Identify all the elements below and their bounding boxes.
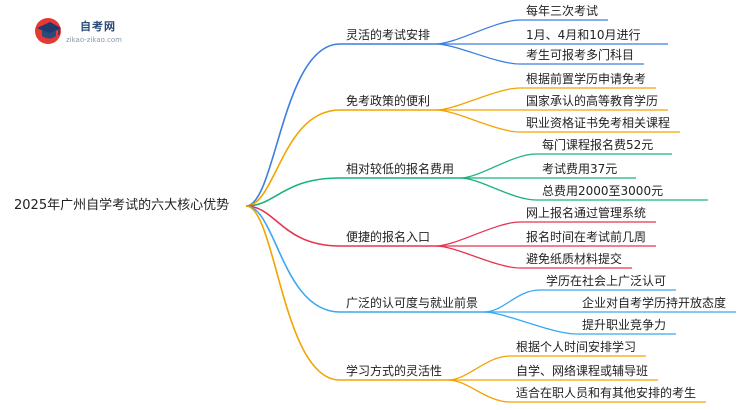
leaf-connector xyxy=(459,153,537,179)
leaf-connector xyxy=(435,109,521,133)
leaf-topic: 职业资格证书免考相关课程 xyxy=(526,116,671,130)
leaf-connector xyxy=(447,355,511,381)
leaf-topic: 根据个人时间安排学习 xyxy=(516,340,637,354)
leaf-connector xyxy=(483,289,541,313)
leaf-topic: 1月、4月和10月进行 xyxy=(526,28,641,42)
branch-topic: 学习方式的灵活性 xyxy=(346,364,443,378)
branch-topic: 广泛的认可度与就业前景 xyxy=(346,296,479,310)
branch-topic: 相对较低的报名费用 xyxy=(346,162,455,176)
leaf-topic: 学历在社会上广泛认可 xyxy=(546,274,667,288)
root-topic: 2025年广州自学考试的六大核心优势 xyxy=(14,198,230,213)
leaf-connector xyxy=(435,221,521,247)
logo-url: zikao-zikao.com xyxy=(66,36,122,44)
leaf-connector xyxy=(435,43,521,65)
branch-topic: 免考政策的便利 xyxy=(346,94,431,108)
leaf-topic: 根据前置学历申请免考 xyxy=(526,72,647,86)
leaf-connector xyxy=(447,379,511,403)
leaf-topic: 网上报名通过管理系统 xyxy=(526,206,647,220)
leaf-topic: 考生可报考多门科目 xyxy=(526,48,635,62)
logo-title: 自考网 xyxy=(80,20,116,33)
leaf-topic: 国家承认的高等教育学历 xyxy=(526,94,659,108)
leaf-topic: 每门课程报名费52元 xyxy=(542,138,654,152)
branch-connector xyxy=(245,109,341,207)
leaf-connector xyxy=(435,19,521,45)
branch-connector xyxy=(245,205,341,381)
leaf-topic: 企业对自考学历持开放态度 xyxy=(582,296,727,310)
leaf-topic: 考试费用37元 xyxy=(542,162,618,176)
leaf-topic: 避免纸质材料提交 xyxy=(526,252,623,266)
branch-topic: 便捷的报名入口 xyxy=(346,230,431,244)
branch-topic: 灵活的考试安排 xyxy=(346,28,431,42)
leaf-topic: 提升职业竞争力 xyxy=(582,318,667,332)
branch-connector xyxy=(245,177,341,207)
graduation-cap-icon xyxy=(35,18,61,44)
branch-connector xyxy=(245,205,341,313)
logo: 自考网 zikao-zikao.com xyxy=(32,12,172,52)
leaf-topic: 自学、网络课程或辅导班 xyxy=(516,364,649,378)
leaf-topic: 适合在职人员和有其他安排的考生 xyxy=(516,386,697,400)
branch-connector xyxy=(245,205,341,247)
leaf-topic: 每年三次考试 xyxy=(526,4,599,18)
leaf-topic: 报名时间在考试前几周 xyxy=(526,230,647,244)
leaf-topic: 总费用2000至3000元 xyxy=(542,184,664,198)
leaf-connector xyxy=(459,177,537,201)
leaf-connector xyxy=(435,87,521,111)
leaf-connector xyxy=(483,311,577,335)
leaf-connector xyxy=(435,245,521,269)
branch-connector xyxy=(245,43,341,207)
